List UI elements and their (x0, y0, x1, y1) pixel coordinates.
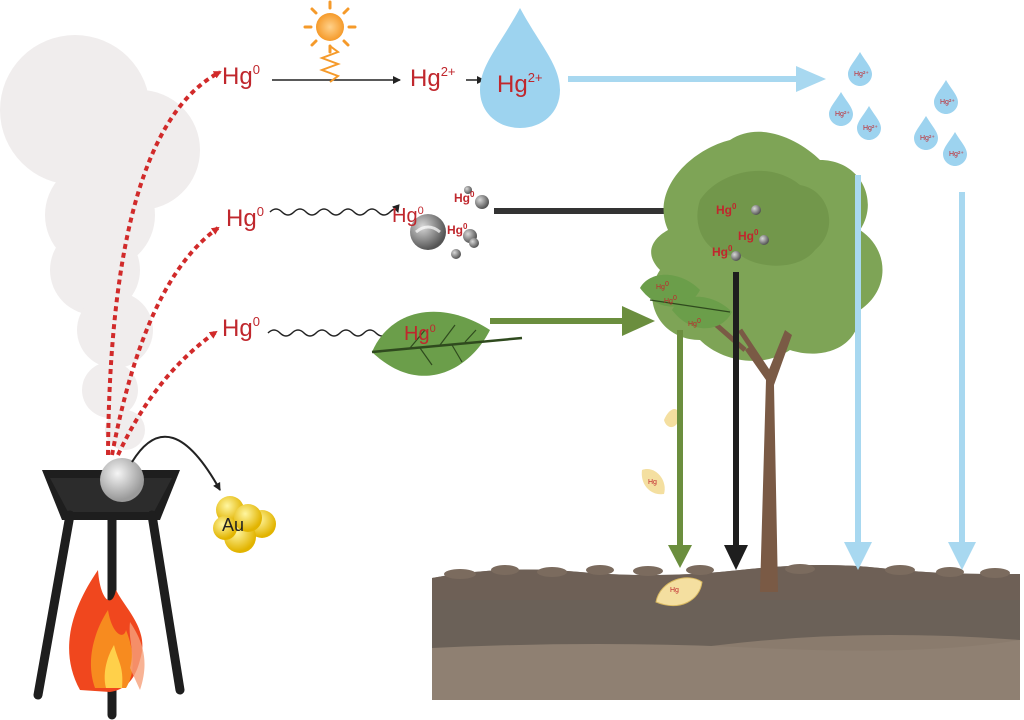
raindrop-icon (480, 8, 560, 128)
svg-text:Hg²⁺: Hg²⁺ (854, 71, 869, 78)
droplet-hg2-label: Hg2+ (497, 70, 543, 98)
raindrop-icon: Hg²⁺ (848, 52, 872, 86)
canopy-particles (731, 205, 769, 261)
particle-icon (410, 186, 489, 259)
svg-text:Hg²⁺: Hg²⁺ (940, 99, 955, 106)
tree-leaf-hg0-label-1: Hg0 (656, 281, 669, 291)
smoke-plume (0, 35, 200, 450)
wet-deposition-arrow-1 (844, 175, 872, 570)
litterfall-arrow (668, 330, 692, 568)
emission-arrows (106, 70, 222, 456)
gold-icon (213, 496, 276, 553)
falling-leaf-icon (641, 408, 679, 495)
raindrop-icon: Hg²⁺ (943, 132, 967, 166)
tree-icon (651, 131, 883, 592)
emission-arrow-atmosphere (106, 70, 222, 456)
raindrop-icon: Hg²⁺ (857, 106, 881, 140)
leaf-hg0-label: Hg0 (404, 323, 436, 345)
svg-text:Hg²⁺: Hg²⁺ (835, 111, 850, 118)
tree-leaves-cluster (640, 274, 732, 329)
svg-text:Hg²⁺: Hg²⁺ (949, 151, 964, 158)
foliar-transfer-arrow (490, 306, 655, 336)
svg-text:Hg²⁺: Hg²⁺ (863, 125, 878, 132)
gaseous-hg0-label: Hg0 (222, 62, 260, 90)
canopy-hg0-label-1: Hg0 (716, 202, 737, 217)
rain-drops: Hg²⁺ Hg²⁺ Hg²⁺ Hg²⁺ Hg²⁺ Hg²⁺ (829, 52, 967, 166)
fire-icon (69, 570, 145, 692)
sun-icon (303, 0, 357, 83)
tree-leaf-hg0-label-3: Hg0 (688, 318, 701, 328)
foliar-wavy-arrow (267, 325, 398, 337)
soil-icon (432, 564, 1020, 700)
amalgam-to-gold-arrow (131, 435, 221, 491)
raindrop-icon: Hg²⁺ (914, 116, 938, 150)
wet-deposition-transport-arrow (568, 66, 826, 92)
canopy-hg0-label-3: Hg0 (712, 244, 733, 259)
canopy-hg0-label-2: Hg0 (738, 228, 759, 243)
wet-deposition-arrow-2 (948, 192, 976, 570)
raindrop-icon: Hg²⁺ (934, 80, 958, 114)
particulate-source-hg0-label: Hg0 (226, 204, 264, 232)
throughfall-arrow (724, 272, 748, 570)
particle-hg0-label-2: Hg0 (454, 190, 475, 205)
foliar-source-hg0-label: Hg0 (222, 314, 260, 342)
leaf-litter-icon (655, 577, 703, 607)
raindrop-icon: Hg²⁺ (829, 92, 853, 126)
svg-text:Hg²⁺: Hg²⁺ (920, 135, 935, 142)
leaf-litter-hg-label: Hg (670, 587, 679, 594)
gold-label: Au (222, 515, 244, 535)
tree-leaf-hg0-label-2: Hg0 (664, 295, 677, 305)
leaf-icon (371, 311, 523, 376)
mercury-amalgam-ball (100, 458, 144, 502)
falling-leaf-hg-label: Hg (648, 479, 657, 486)
emission-arrow-foliar (116, 330, 218, 456)
particle-hg0-label-3: Hg0 (447, 222, 468, 237)
oxidized-hg2-label: Hg2+ (410, 64, 456, 92)
particle-hg0-label-1: Hg0 (392, 205, 424, 227)
sorption-wavy-arrow (269, 204, 400, 216)
